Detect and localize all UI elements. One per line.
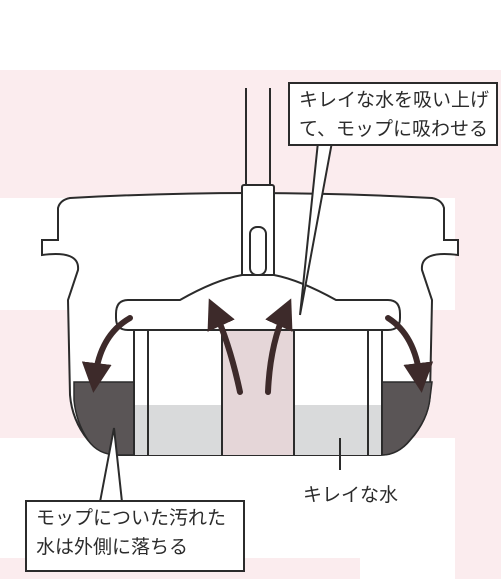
dirty-water-right <box>381 381 433 456</box>
top-callout-pointer <box>299 141 333 316</box>
callout-pointers <box>99 141 341 503</box>
mop-head <box>115 274 401 331</box>
bottom-callout: モップについた汚れた 水は外側に落ちる <box>25 500 245 572</box>
arrow-suction-left <box>207 298 243 395</box>
arrow-outflow-left <box>81 315 133 393</box>
background-band-right <box>455 70 501 579</box>
arrow-suction-right <box>265 298 293 395</box>
bottom-callout-pointer <box>99 427 123 503</box>
inner-partitions <box>133 330 383 455</box>
arrow-outflow-right <box>385 315 434 393</box>
mop-handle <box>241 88 275 281</box>
flow-arrows <box>81 298 434 395</box>
top-callout: キレイな水を吸い上げ て、モップに吸わせる <box>288 82 498 146</box>
dirty-water-left <box>73 381 135 456</box>
center-column-tint <box>222 325 294 455</box>
clean-water-label: キレイな水 <box>303 484 399 506</box>
